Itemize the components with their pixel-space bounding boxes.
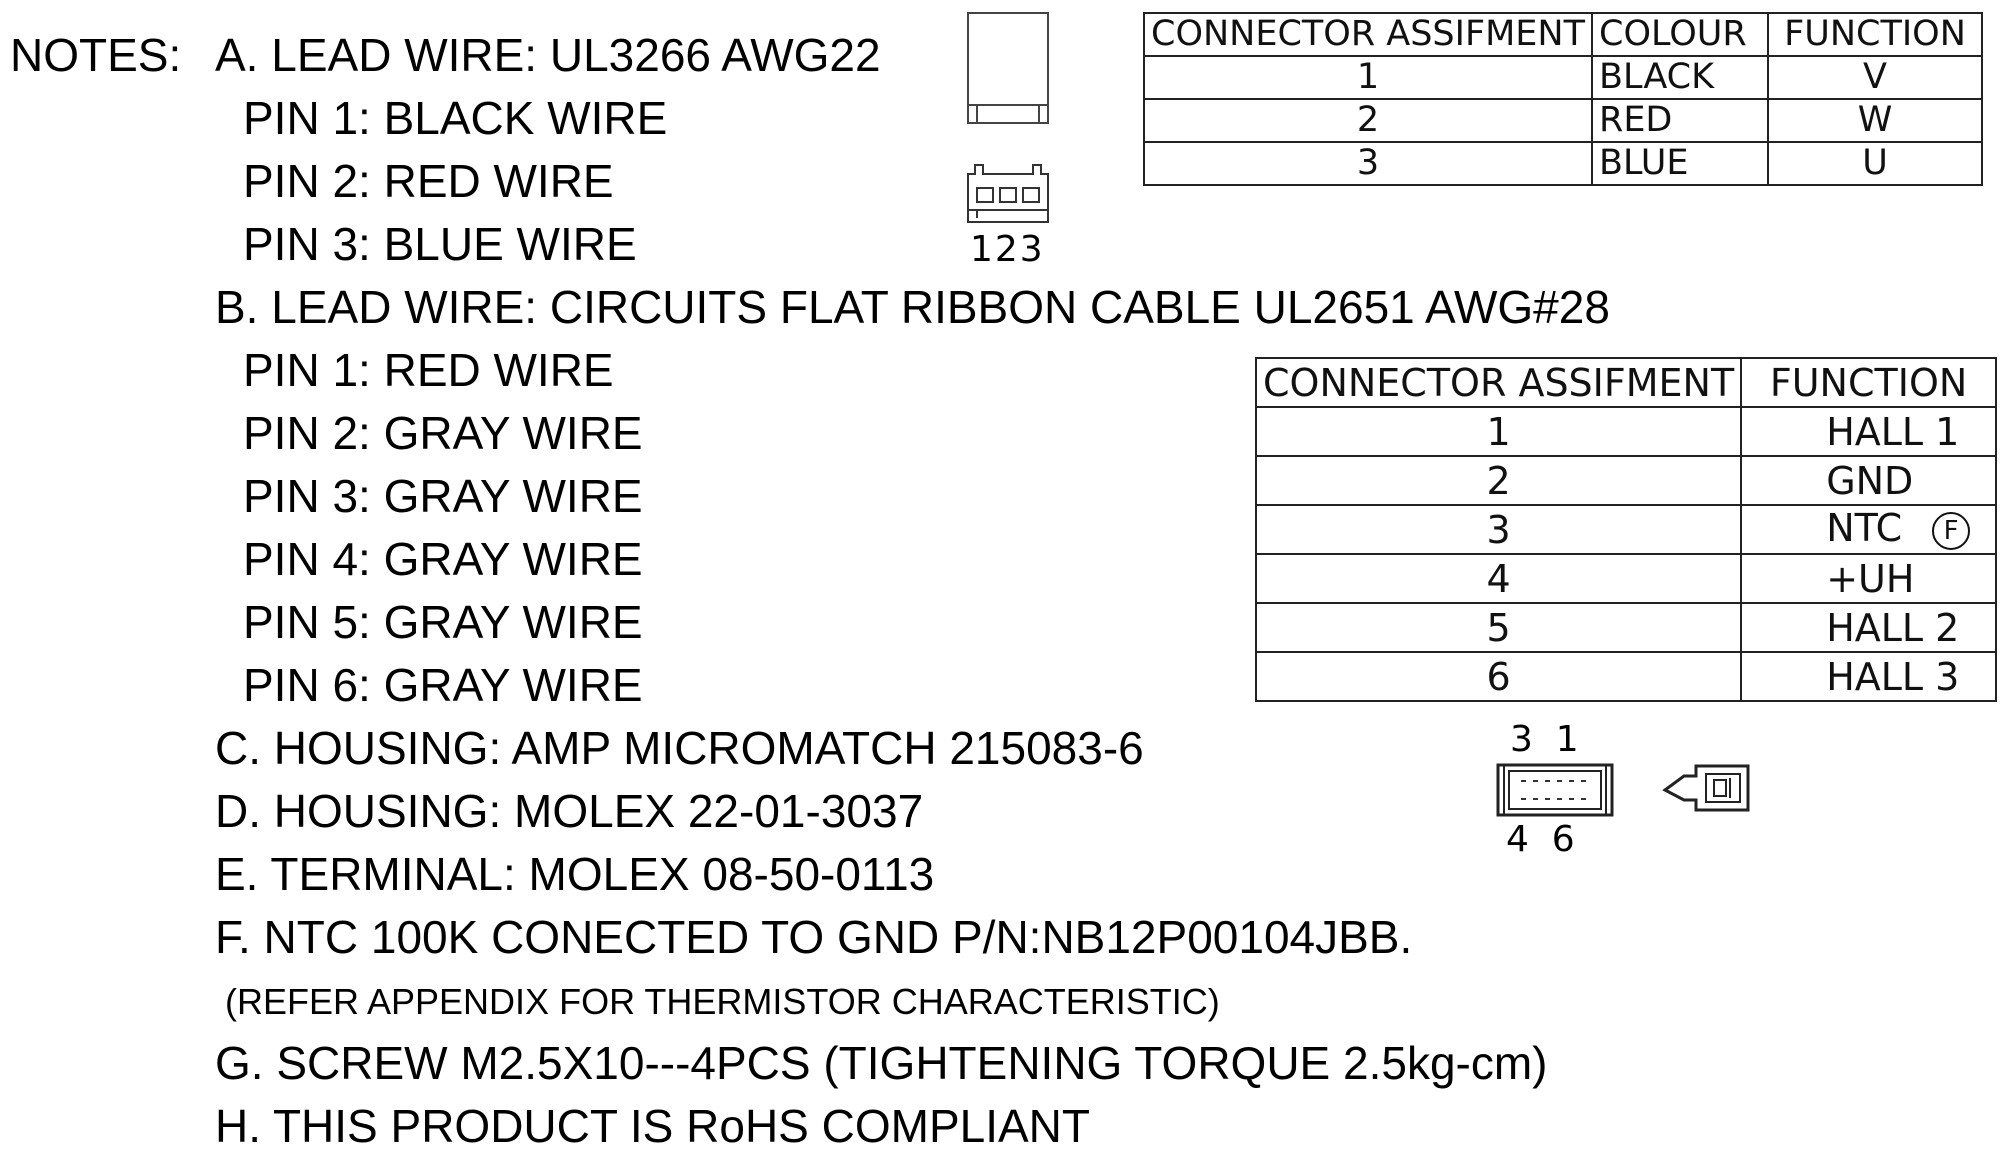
table-header-row: CONNECTOR ASSIFMENT COLOUR FUNCTION [1143,12,1983,57]
note-g: G. SCREW M2.5X10---4PCS (TIGHTENING TORQ… [215,1037,1548,1089]
table-cell: HALL 3 [1740,651,1997,702]
connector-6pin-front-icon [1496,763,1614,817]
note-a: A. LEAD WIRE: UL3266 AWG22 [215,29,881,81]
table-header-cell: FUNCTION [1767,12,1983,57]
table-cell: W [1767,98,1983,143]
table-cell: 5 [1254,602,1743,653]
note-b-pin-3: PIN 3: GRAY WIRE [243,470,643,522]
table-cell: V [1767,55,1983,100]
note-e: E. TERMINAL: MOLEX 08-50-0113 [215,848,935,900]
table-cell: 3 [1254,504,1743,555]
connector-6pin-top-label: 3 1 [1510,719,1579,760]
note-a-pin-1: PIN 1: BLACK WIRE [243,92,668,144]
connector-housing-side-icon [967,12,1049,124]
table-row: 3 NTC F [1254,504,1997,555]
table-cell: 3 [1143,141,1593,186]
note-b-pin-6: PIN 6: GRAY WIRE [243,659,643,711]
table-row: 6 HALL 3 [1254,651,1997,702]
table-cell: NTC F [1740,504,1997,555]
table-cell: 6 [1254,651,1743,702]
note-f-circle-icon: F [1932,511,1971,550]
note-b-pin-2: PIN 2: GRAY WIRE [243,407,643,459]
table-row: 1 BLACK V [1143,55,1983,100]
note-b-pin-1: PIN 1: RED WIRE [243,344,614,396]
connector-6pin-bottom-label: 4 6 [1506,819,1575,860]
note-f: F. NTC 100K CONECTED TO GND P/N:NB12P001… [215,911,1413,963]
table-cell: RED [1591,98,1769,143]
connector-6pin-side-icon [1662,764,1750,812]
connector-3pin-pin-label: 123 [970,229,1045,270]
table-cell: U [1767,141,1983,186]
table-cell: BLUE [1591,141,1769,186]
table-row: 2 RED W [1143,98,1983,143]
table-header-cell: CONNECTOR ASSIFMENT [1143,12,1593,57]
note-b: B. LEAD WIRE: CIRCUITS FLAT RIBBON CABLE… [215,281,1610,333]
table-cell: 4 [1254,553,1743,604]
table-row: 4 +UH [1254,553,1997,604]
note-a-pin-3: PIN 3: BLUE WIRE [243,218,637,270]
connector-assignment-table-2: CONNECTOR ASSIFMENT FUNCTION 1 HALL 1 2 … [1254,357,1997,702]
table-row: 3 BLUE U [1143,141,1983,186]
notes-prefix: NOTES: [10,29,182,81]
table-header-cell: FUNCTION [1740,357,1997,408]
note-d: D. HOUSING: MOLEX 22-01-3037 [215,785,924,837]
note-c: C. HOUSING: AMP MICROMATCH 215083-6 [215,722,1144,774]
connector-3pin-front-icon [967,164,1049,223]
note-f-reference: (REFER APPENDIX FOR THERMISTOR CHARACTER… [225,981,1220,1022]
table-cell: 1 [1143,55,1593,100]
table-cell: +UH [1740,553,1997,604]
table-cell: 2 [1143,98,1593,143]
table-header-row: CONNECTOR ASSIFMENT FUNCTION [1254,357,1997,408]
table-cell: 1 [1254,406,1743,457]
table-cell: HALL 1 [1740,406,1997,457]
table-cell: 2 [1254,455,1743,506]
table-cell: HALL 2 [1740,602,1997,653]
table-row: 5 HALL 2 [1254,602,1997,653]
note-a-pin-2: PIN 2: RED WIRE [243,155,614,207]
table-header-cell: COLOUR [1591,12,1769,57]
table-cell: GND [1740,455,1997,506]
connector-assignment-table-1: CONNECTOR ASSIFMENT COLOUR FUNCTION 1 BL… [1143,12,1983,186]
table-row: 2 GND [1254,455,1997,506]
note-h: H. THIS PRODUCT IS RoHS COMPLIANT [215,1100,1090,1152]
table-row: 1 HALL 1 [1254,406,1997,457]
table-header-cell: CONNECTOR ASSIFMENT [1254,357,1743,408]
table-cell: BLACK [1591,55,1769,100]
note-b-pin-4: PIN 4: GRAY WIRE [243,533,643,585]
ntc-label: NTC [1826,506,1903,551]
note-b-pin-5: PIN 5: GRAY WIRE [243,596,643,648]
